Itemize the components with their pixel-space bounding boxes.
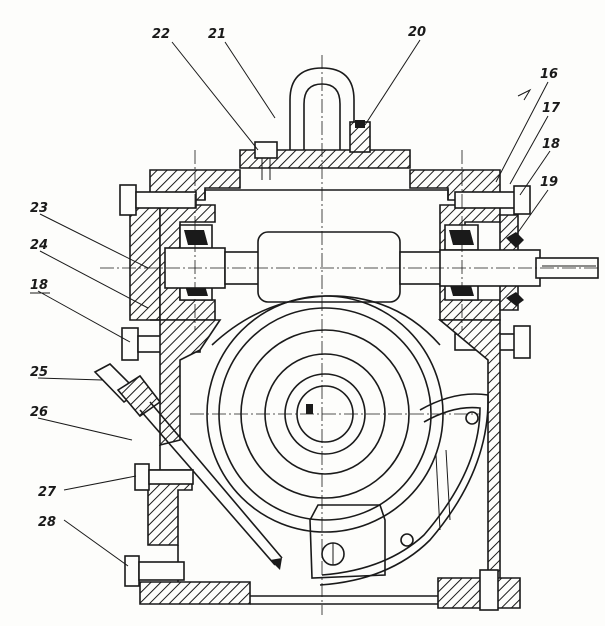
pencil-mark xyxy=(517,88,532,101)
lower-bracket xyxy=(309,504,386,579)
housing-bolt-27 xyxy=(134,463,194,491)
callout-23: 23 xyxy=(30,201,48,216)
callout-19: 19 xyxy=(540,175,558,190)
gear-housing xyxy=(139,319,521,609)
callout-labels: 22 21 20 16 17 18 19 23 24 18 25 26 27 2… xyxy=(30,25,561,530)
callout-24: 24 xyxy=(30,238,48,253)
centerlines xyxy=(100,55,598,615)
callout-18-left: 18 xyxy=(30,278,48,293)
oil-guard xyxy=(319,393,489,586)
callout-16: 16 xyxy=(540,67,558,82)
callout-17: 17 xyxy=(542,101,561,116)
upper-chamber xyxy=(204,189,449,200)
callout-28: 28 xyxy=(38,515,56,530)
callout-20: 20 xyxy=(408,25,426,40)
callout-27: 27 xyxy=(38,485,57,500)
top-left-bolt xyxy=(119,184,197,216)
leader-lines xyxy=(37,39,551,567)
foot-bolt xyxy=(479,569,499,611)
drain-plug xyxy=(124,555,185,587)
top-right-bolt xyxy=(454,185,531,215)
oil-dipstick xyxy=(93,363,283,570)
worm-shaft xyxy=(164,231,599,303)
shaft-seal xyxy=(506,232,524,306)
vent-plug xyxy=(349,120,371,153)
cover-screw xyxy=(254,141,278,180)
callout-21: 21 xyxy=(208,27,226,42)
callout-22: 22 xyxy=(152,27,170,42)
callout-18-right: 18 xyxy=(542,137,560,152)
callout-26: 26 xyxy=(30,405,48,420)
callout-25: 25 xyxy=(30,365,48,380)
